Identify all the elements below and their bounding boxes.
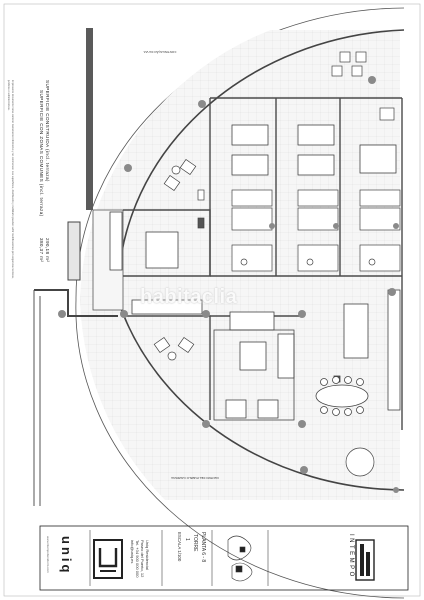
street-label-top: CONTINUAÇÃO DA VIA bbox=[143, 50, 177, 54]
tower-number: 1 bbox=[184, 538, 190, 541]
address-line: Uniq Residencial bbox=[145, 540, 150, 571]
key-plan bbox=[227, 535, 253, 582]
surface-common-label: SUPERFICIE CON ZONAS COMUNES (incl. terr… bbox=[39, 90, 44, 217]
kitchen bbox=[333, 289, 401, 411]
bedroom-furniture bbox=[109, 124, 397, 271]
entry-wall bbox=[34, 289, 118, 317]
scale-label: ESCALA 1/100 bbox=[177, 532, 182, 562]
intempo-logo bbox=[355, 539, 375, 581]
corridor-wall bbox=[86, 28, 93, 210]
address-line: Tel. +34 900 000 000 bbox=[135, 540, 140, 578]
surface-built-label: SUPERFICIE CONSTRUIDA (incl. terraza) bbox=[45, 80, 50, 182]
balcony-left bbox=[33, 290, 41, 506]
bathrooms bbox=[197, 189, 401, 272]
street-label-bottom: CENTRO DEL PUEBLO CAMPANA bbox=[171, 476, 219, 480]
page-border bbox=[3, 3, 421, 597]
surface-built-value: 290,18 m² bbox=[45, 238, 50, 263]
terrace-furniture bbox=[153, 51, 395, 477]
tower-label: TORRE bbox=[192, 534, 198, 552]
intempo-brand: INTEMPO bbox=[348, 534, 354, 579]
plant-label: PLANTA 6 - 8 bbox=[200, 532, 206, 563]
living-furniture bbox=[131, 299, 295, 421]
address-block: Uniq Residencial Paseo del Puerto, 12 Te… bbox=[130, 540, 150, 577]
uniq-logo-text: uniq bbox=[59, 536, 74, 576]
surface-common-value: 380,37 m² bbox=[39, 238, 44, 263]
disclaimer-text: El presente documento tiene carácter mer… bbox=[7, 80, 14, 279]
watermark: habitaclia bbox=[140, 286, 238, 308]
website-text: www.intempobenidorm.com bbox=[46, 536, 50, 573]
lift-core bbox=[67, 221, 81, 281]
title-block-frame bbox=[39, 525, 409, 591]
dining-set bbox=[315, 376, 369, 416]
uniq-logo bbox=[93, 539, 123, 579]
address-line: Paseo del Puerto, 12 bbox=[140, 540, 145, 578]
columns bbox=[58, 76, 399, 493]
